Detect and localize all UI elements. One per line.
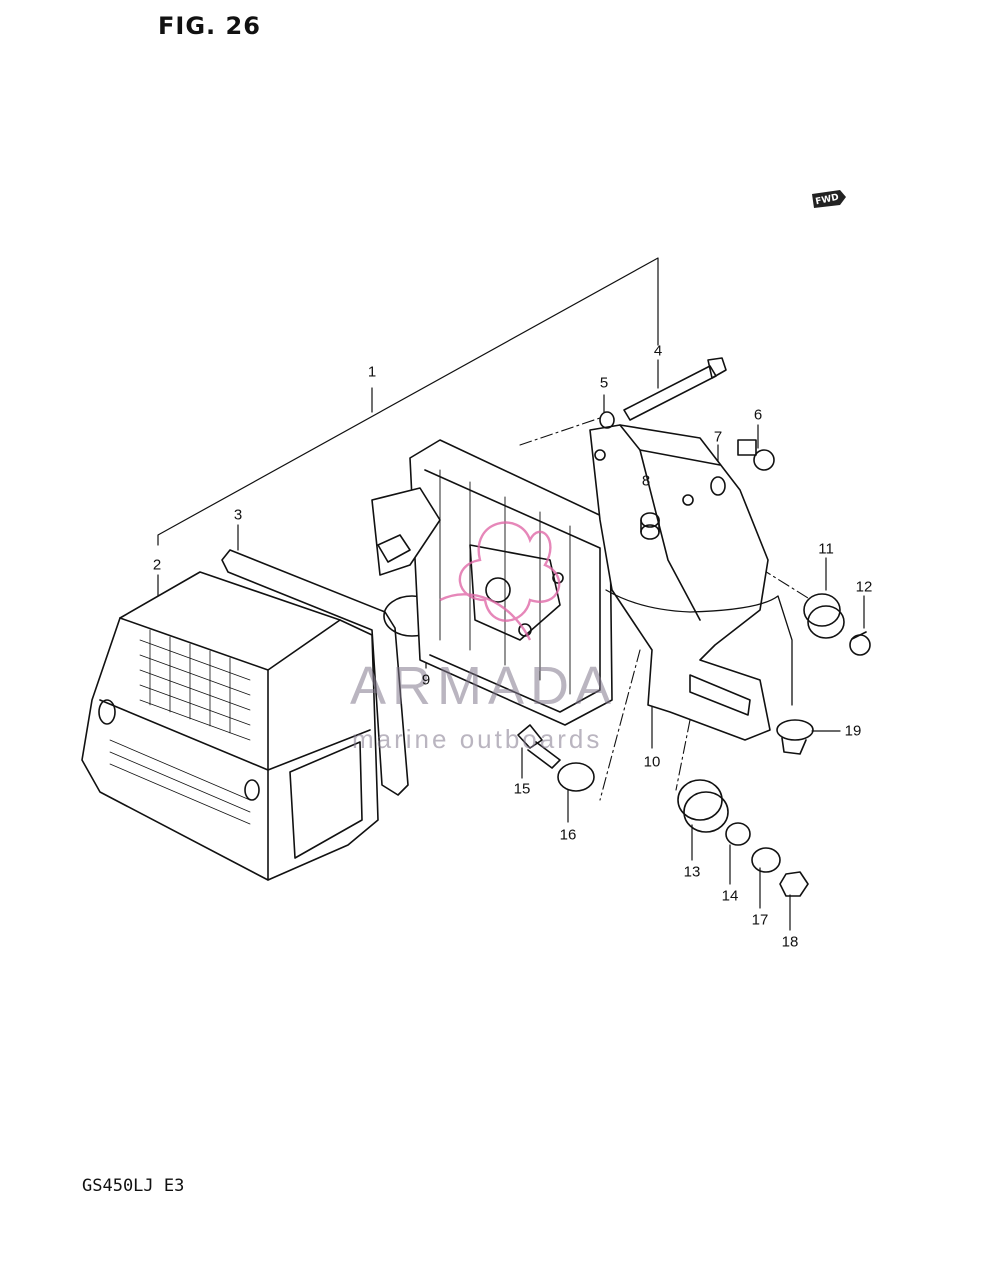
callout-16: 16 <box>559 826 577 844</box>
callout-18: 18 <box>781 933 799 951</box>
callout-6: 6 <box>753 406 763 424</box>
callout-12: 12 <box>855 578 873 596</box>
part-7-washer <box>710 476 726 496</box>
callout-13: 13 <box>683 863 701 881</box>
part-10-bracket <box>589 424 793 741</box>
part-8-collar <box>640 512 660 540</box>
model-code: GS450LJ E3 <box>82 1176 185 1196</box>
watermark-tagline: marine outboards <box>352 724 603 754</box>
fwd-label: FWD <box>815 193 840 208</box>
part-13-grommet <box>677 779 729 833</box>
fwd-arrow-icon: FWD <box>812 190 846 208</box>
part-11-grommet <box>803 593 845 639</box>
callout-2: 2 <box>152 556 162 574</box>
part-2-lens-housing <box>81 571 379 881</box>
callout-17: 17 <box>751 911 769 929</box>
callout-14: 14 <box>721 887 739 905</box>
part-4-long-bolt <box>623 357 727 421</box>
callout-3: 3 <box>233 506 243 524</box>
callout-4: 4 <box>653 342 663 360</box>
part-14-collar <box>725 822 751 846</box>
callout-10: 10 <box>643 753 661 771</box>
callout-7: 7 <box>713 428 723 446</box>
assembly-axes <box>519 417 809 801</box>
watermark-brand: ARMADA <box>350 656 618 716</box>
callout-19: 19 <box>844 722 862 740</box>
part-3-gasket <box>221 549 409 796</box>
part-6-screw <box>737 439 775 471</box>
callout-9: 9 <box>421 671 431 689</box>
part-17-washer <box>751 847 781 873</box>
callout-8: 8 <box>641 472 651 490</box>
callout-11: 11 <box>818 540 834 558</box>
part-5-washer <box>599 411 615 429</box>
callout-1: 1 <box>367 363 377 381</box>
callout-5: 5 <box>599 374 609 392</box>
part-16-washer <box>557 762 595 792</box>
watermark-logo-icon <box>439 521 561 641</box>
part-15-bolt <box>517 724 561 769</box>
figure-title: FIG. 26 <box>158 12 261 40</box>
part-1-lamp-body <box>371 439 613 726</box>
part-12-collar <box>849 631 871 656</box>
part-19-bolt <box>776 719 814 755</box>
part-18-nut <box>779 871 809 897</box>
callout-15: 15 <box>513 780 531 798</box>
